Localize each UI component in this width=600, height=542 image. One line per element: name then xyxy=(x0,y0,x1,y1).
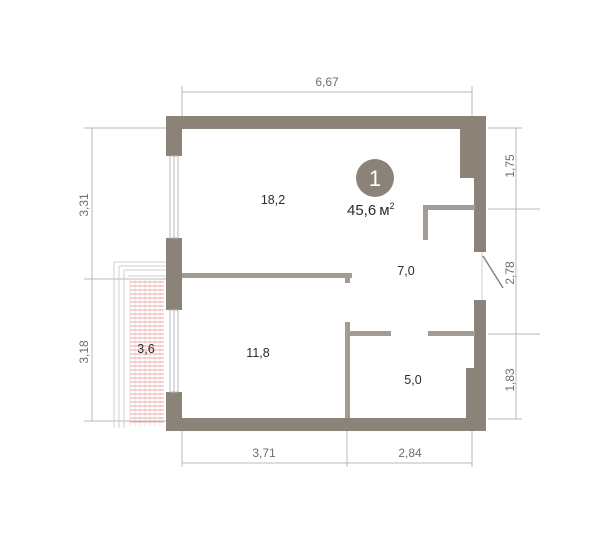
room-area-living: 18,2 xyxy=(261,193,285,207)
room-area-bedroom: 11,8 xyxy=(246,346,269,360)
entrance-door xyxy=(481,252,504,300)
dim-bottom-right: 2,84 xyxy=(398,446,422,460)
partitions xyxy=(182,205,475,418)
wall-right-column-lower xyxy=(466,368,478,431)
partition-kitchen-horizontal xyxy=(423,205,475,210)
partition-bath-top-right xyxy=(428,331,475,336)
exterior-walls xyxy=(166,116,486,431)
balcony-hatch-lines xyxy=(129,280,164,426)
partition-kitchen-vertical xyxy=(423,205,428,240)
room-area-balcony: 3,6 xyxy=(137,342,154,356)
dim-right-top: 1,75 xyxy=(503,154,517,178)
room-area-bathroom: 5,0 xyxy=(404,373,421,387)
dim-right-bottom: 1,83 xyxy=(503,368,517,392)
wall-left-upper xyxy=(166,116,182,156)
dim-left-lower: 3,18 xyxy=(77,340,91,364)
wall-bottom xyxy=(166,418,486,431)
dim-top-width: 6,67 xyxy=(315,75,339,89)
partition-bath-vertical xyxy=(345,322,350,418)
wall-right-column xyxy=(460,116,476,178)
partition-living-bedroom xyxy=(182,273,352,278)
dim-right-middle: 2,78 xyxy=(503,261,517,285)
dim-left-upper: 3,31 xyxy=(77,193,91,217)
apartment-badge: 1 xyxy=(356,159,394,197)
windows xyxy=(169,155,179,393)
partition-bath-top-left xyxy=(345,331,391,336)
balcony xyxy=(113,261,166,428)
apartment-number: 1 xyxy=(369,166,381,191)
room-area-hall: 7,0 xyxy=(397,264,414,278)
wall-left-middle xyxy=(166,238,182,310)
dim-bottom-left: 3,71 xyxy=(252,446,276,460)
dimension-lines xyxy=(84,86,540,467)
wall-top xyxy=(166,116,486,129)
partition-living-bedroom-end xyxy=(345,273,350,283)
wall-right-upper xyxy=(474,116,486,252)
badge-circle xyxy=(356,159,394,197)
wall-left-lower xyxy=(166,392,182,431)
door-leaf xyxy=(482,255,504,289)
